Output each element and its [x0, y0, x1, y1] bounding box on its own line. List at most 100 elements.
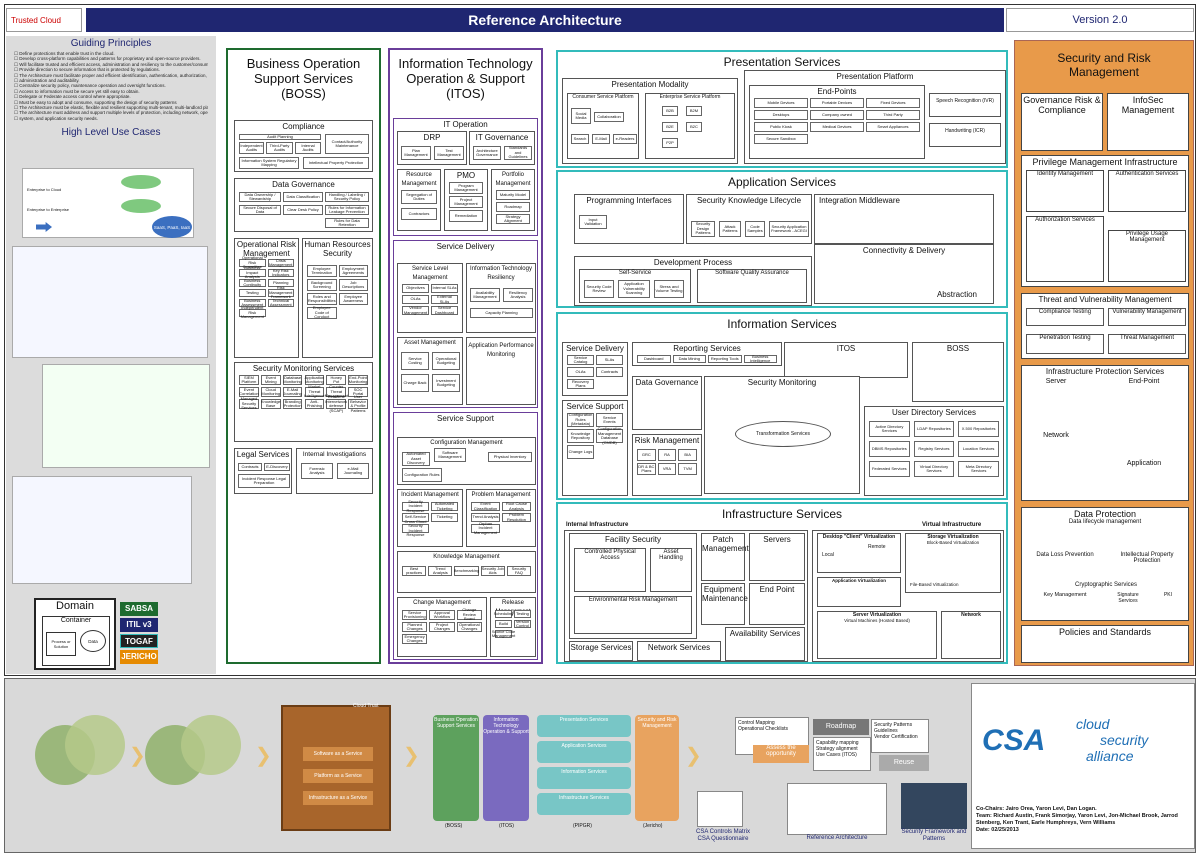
item: Remediation [449, 210, 483, 222]
sqa-box: Software Quality Assurance [697, 269, 807, 303]
item: Database Monitoring [282, 374, 303, 385]
principle-item: ☐ The Architecture must be elastic, flex… [14, 105, 208, 111]
storage-title: Storage Services [570, 643, 632, 652]
itos-info-box: ITOS [784, 342, 908, 378]
mini-info-label: Information Services [561, 769, 607, 775]
internal-infra-label: Internal Infrastructure [566, 522, 629, 528]
item: VRA [657, 463, 677, 475]
sm-title: Security Monitoring [747, 378, 817, 387]
item: E-Mail Journaling [282, 386, 303, 397]
network-v-title: Network [961, 612, 981, 618]
pki-label: PKI [1163, 592, 1173, 598]
csa-word: security [1100, 732, 1149, 748]
item: Operational Changes [456, 622, 482, 632]
item: Business Assessment [239, 298, 266, 307]
service-delivery-box: Service Delivery Service Level Managemen… [393, 240, 538, 408]
sabsa-tag: SABSA [120, 602, 158, 616]
item: Background Screening [307, 279, 337, 291]
endpoints-title: End-Points [817, 87, 857, 96]
item: Security Job Aids [480, 565, 505, 576]
application-label: Application [1126, 460, 1162, 467]
item: Security Application Framework - ACEGI [769, 221, 809, 237]
hr-security-title: Human Resources Security [304, 240, 371, 258]
use-case-diagram-4 [12, 476, 192, 584]
compliance-box: Compliance Audit Planning Independent Au… [234, 120, 373, 172]
self-service-box: Self-Service Security Code Review Applic… [579, 269, 691, 303]
item: Investment Budgeting [432, 374, 460, 392]
item: Approval Workflow [429, 610, 455, 620]
security-fw-label: Security Framework and Patterns [901, 829, 967, 842]
vm-label: Virtual Machines (Hosted Based) [844, 618, 910, 623]
virtual-infra-label: Virtual Infrastructure [922, 522, 982, 528]
item: Problem Resolution [502, 512, 531, 522]
item: Service Costing [401, 352, 429, 370]
equipment-maint-box: Equipment Maintenance [701, 583, 748, 625]
roadmap-box: Capability mapping Strategy alignment Us… [813, 737, 871, 771]
itos-column: Information Technology Operation & Suppo… [388, 48, 543, 664]
item: Data Mining [672, 355, 706, 363]
pum-title: Privilege Usage Management [1125, 231, 1169, 243]
item: Service Provisioning [402, 609, 428, 620]
item: Change Review Board [456, 608, 482, 621]
item: Roadmap [496, 202, 530, 212]
config-mgmt-title: Configuration Management [430, 440, 503, 446]
item: Operational Budgeting [432, 352, 460, 370]
uc-label-2: Enterprise to Enterprise [27, 207, 70, 212]
item: Objectives [402, 284, 429, 293]
principle-item: ☐ Centralize security policy, maintenanc… [14, 83, 166, 89]
item: Contact/Authority Maintenance [325, 134, 369, 154]
endpoint-label: End-Point [1128, 378, 1160, 385]
item: Root Cause Analysis [502, 501, 531, 511]
portfolio-mgmt-box: Portfolio Management Maturity Model Road… [491, 169, 535, 231]
item: Program Management [449, 182, 483, 194]
item: Business Impact Analysis [239, 266, 266, 279]
resource-mgmt-title: Resource Management [401, 172, 437, 187]
servers-box: Servers [749, 533, 805, 581]
network-services-box: Network Services [637, 641, 721, 661]
item: Application Vulnerability Scanning [618, 280, 650, 298]
item: Honey Pot [326, 375, 347, 385]
item: Virtual Directory Services [913, 461, 955, 477]
security-monitoring-box: Security Monitoring Services SIEM Platfo… [234, 362, 373, 442]
policies-standards-box: Policies and Standards [1021, 625, 1189, 663]
item: Knowledge Repository [567, 429, 594, 443]
item: DR & BC Plans [637, 463, 656, 475]
item: Fixed Devices [866, 98, 920, 108]
handwriting-box: Handwriting (ICR) [929, 123, 1001, 147]
mini-infrastructure: Infrastructure Services [537, 793, 631, 815]
tag-pipgr: (PIPGR) [573, 823, 592, 829]
item: Reporting Tools [708, 355, 742, 363]
server-virt-box: Server Virtualization Virtual Machines (… [817, 611, 937, 659]
item: Medical Devices [810, 122, 864, 132]
mini-app-label: Application Services [561, 743, 607, 749]
domain-legend: Domain Container Process or Solution Dat… [34, 598, 116, 670]
remote-label: Remote [868, 544, 886, 550]
item: Counter Threat Management [324, 384, 348, 399]
itos-info-title: ITOS [836, 344, 856, 353]
pum-box: Privilege Usage Management [1108, 230, 1186, 282]
guiding-principles-title: Guiding Principles [70, 38, 152, 49]
item: Meta Directory Services [958, 461, 999, 477]
item: Federated Services [869, 461, 910, 477]
version-label: Version 2.0 [1006, 8, 1194, 32]
vulnerability-mgmt: Vulnerability Management [1108, 308, 1186, 326]
as-title: Authentication Services [1115, 171, 1179, 177]
item: Attack Patterns [719, 221, 741, 237]
application-title: Application Services [727, 175, 837, 189]
use-cases-title: High Level Use Cases [61, 127, 161, 139]
crypto-label: Cryptographic Services [1074, 582, 1138, 588]
infrastructure-title: Infrastructure Services [721, 507, 843, 521]
ipp-label: Intellectual Property Protection [1120, 552, 1174, 564]
compliance-title: Compliance [282, 122, 325, 131]
item: Vendor Management [402, 305, 429, 315]
item: Capacity Planning [470, 308, 533, 318]
boss-info-box: BOSS [912, 342, 1004, 402]
reuse-item: Security Patterns [874, 722, 913, 728]
fs-title: Facility Security [604, 535, 661, 544]
arrow-icon: ❯ [403, 745, 420, 767]
item: Architecture Governance [473, 146, 501, 160]
